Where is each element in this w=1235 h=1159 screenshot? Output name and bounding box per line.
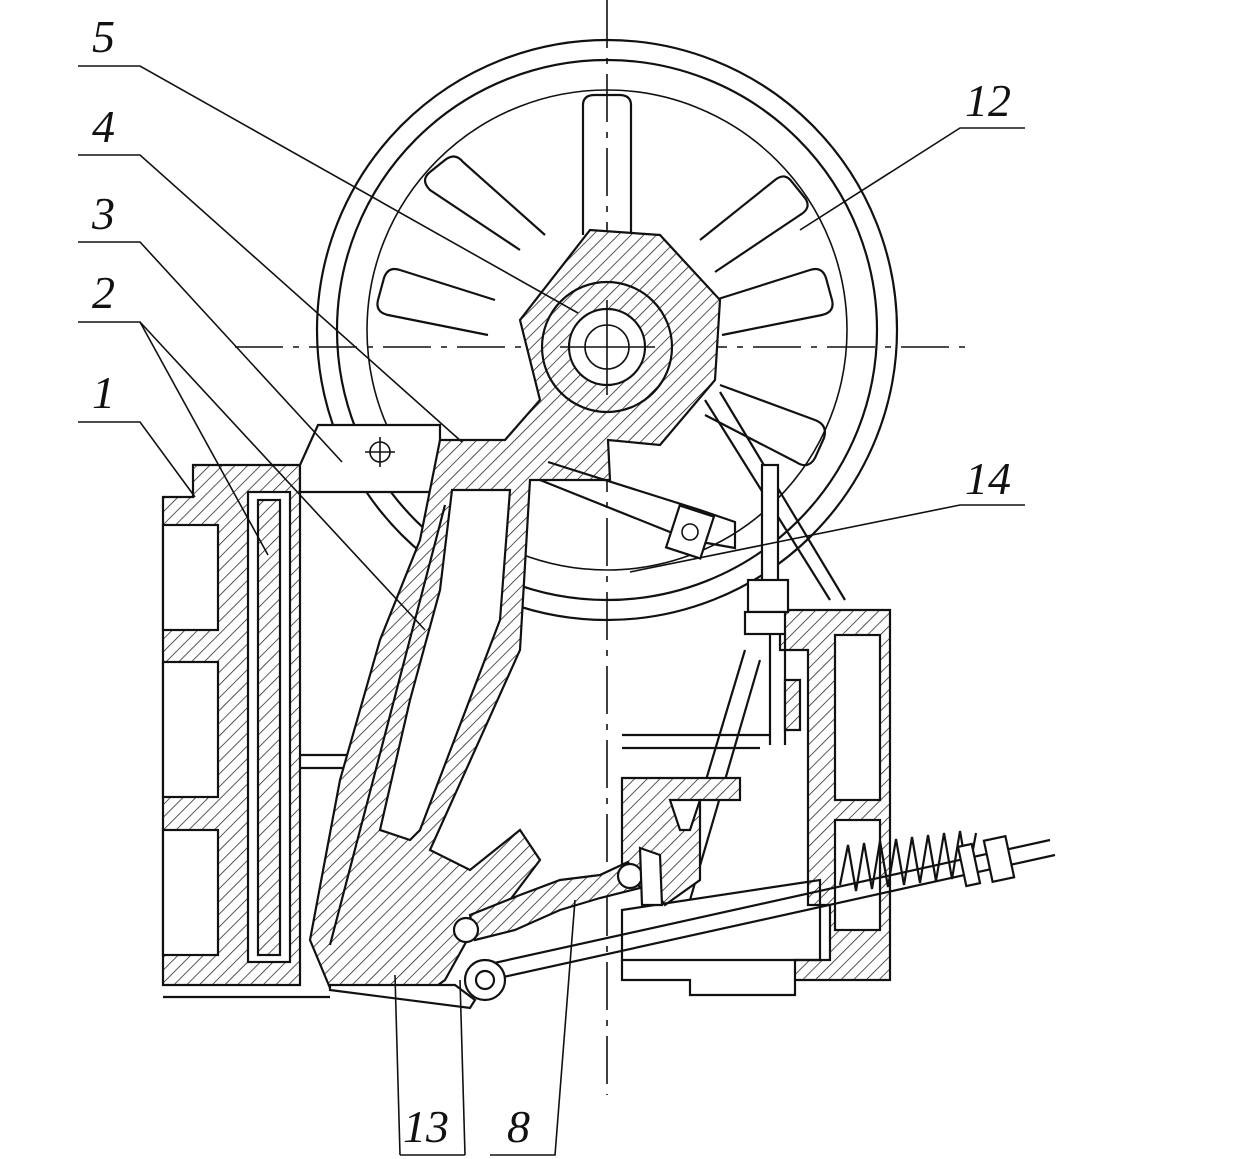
guard-plate — [298, 423, 442, 494]
label-13: 13 — [403, 1101, 449, 1152]
leader-3 — [78, 241, 343, 463]
label-8: 8 — [507, 1101, 530, 1152]
tie-rod — [539, 460, 737, 560]
leader-12 — [799, 127, 1025, 231]
label-3: 3 — [91, 188, 115, 239]
label-2: 2 — [92, 267, 115, 318]
leader-1 — [78, 421, 196, 498]
leader-2b — [139, 321, 426, 631]
leader-13 — [394, 974, 466, 1156]
tension-rod — [328, 830, 1056, 1010]
leader-lines — [78, 65, 1025, 1156]
eccentric-shaft — [540, 280, 674, 414]
frame-right — [743, 463, 892, 982]
leader-4 — [78, 154, 463, 443]
leader-5 — [78, 65, 579, 314]
swing-jaw — [308, 228, 722, 1000]
label-5: 5 — [92, 11, 115, 62]
leader-8 — [490, 899, 576, 1156]
label-14: 14 — [965, 453, 1011, 504]
label-12: 12 — [965, 75, 1011, 126]
leader-14 — [629, 504, 1025, 573]
toggle-plate — [452, 846, 664, 944]
label-4: 4 — [92, 101, 115, 152]
label-1: 1 — [92, 367, 115, 418]
